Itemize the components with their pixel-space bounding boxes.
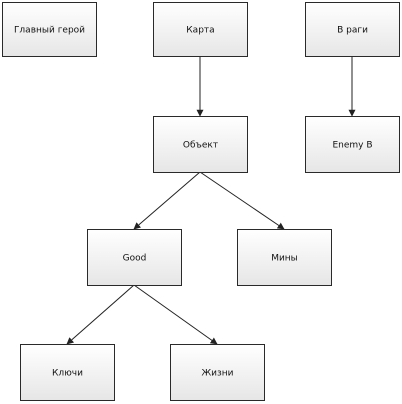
node-enemies-label: В раги	[337, 26, 368, 36]
node-keys: Ключи	[20, 344, 115, 401]
node-enemies-box	[305, 2, 400, 57]
node-keys-box	[20, 344, 115, 401]
arrow-object-to-good	[133, 171, 201, 230]
node-mines-label: Мины	[271, 254, 298, 264]
node-object-label: Объект	[183, 141, 218, 151]
node-enemy-b-box	[305, 116, 400, 173]
node-map-label: Карта	[186, 26, 214, 36]
node-object: Объект	[153, 116, 248, 173]
node-enemy-b: Enemy B	[305, 116, 400, 173]
node-main-hero-label: Главный герой	[14, 26, 85, 36]
node-map: Карта	[153, 2, 248, 57]
node-main-hero: Главный герой	[2, 2, 97, 57]
node-lives-label: Жизни	[201, 369, 233, 379]
arrow-good-to-lives	[133, 284, 218, 345]
node-good-box	[87, 229, 182, 286]
node-enemy-b-label: Enemy B	[332, 141, 372, 151]
node-map-box	[153, 2, 248, 57]
node-main-hero-box	[2, 2, 97, 57]
node-object-box	[153, 116, 248, 173]
node-lives: Жизни	[170, 344, 265, 401]
node-lives-box	[170, 344, 265, 401]
node-good-label: Good	[123, 254, 147, 264]
arrow-good-to-keys	[66, 284, 135, 345]
node-keys-label: Ключи	[52, 369, 83, 379]
node-good: Good	[87, 229, 182, 286]
connector-lines	[66, 56, 356, 345]
node-enemies: В раги	[305, 2, 400, 57]
arrow-object-to-mines	[199, 171, 285, 230]
node-mines: Мины	[237, 229, 332, 286]
node-mines-box	[237, 229, 332, 286]
